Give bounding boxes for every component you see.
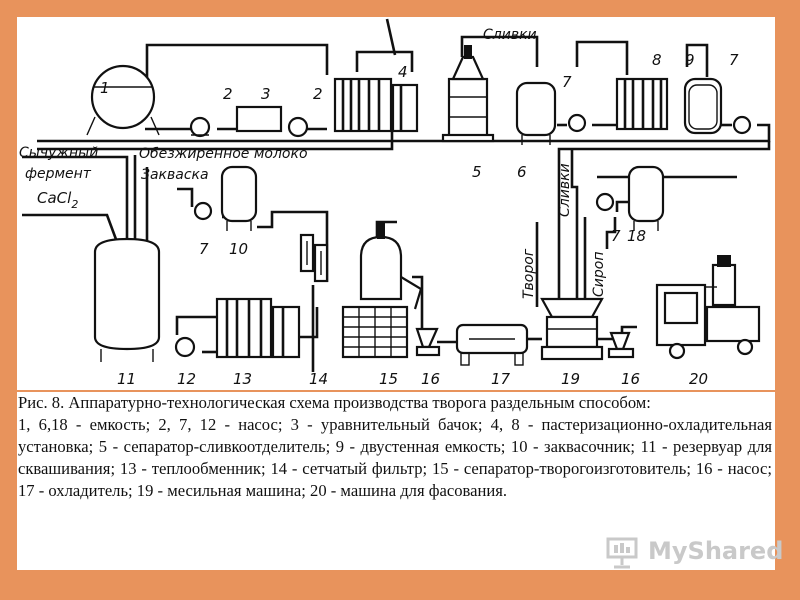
pipe-return-line [37,129,394,151]
pasteurizer-8 [615,77,669,131]
pump-7c [193,201,213,221]
pipe-sirop-feed [605,217,617,249]
pipe-right-1 [615,200,629,212]
label-number-6: 6 [517,163,527,181]
label-number-10: 10 [229,240,248,258]
equipment [86,45,761,366]
pipe-lower-1 [175,315,217,335]
label-cream-vertical: Сливки [557,163,573,217]
tank-9 [683,77,723,135]
starter-tank-10 [220,165,258,231]
label-number-2b: 2 [313,85,323,103]
label-number-7b: 7 [729,51,739,69]
heat-exchanger-13 [215,297,301,359]
separator-5 [441,45,495,143]
label-number-3: 3 [261,85,271,103]
process-flow-diagram: 1 2 3 2 4 5 6 7 8 9 7 7 10 11 12 13 14 1… [17,17,775,390]
fermentation-tank-11 [93,237,161,362]
label-cacl: CaCl2 [37,189,78,211]
diagram-labels: 1 2 3 2 4 5 6 7 8 9 7 7 10 11 12 13 14 1… [19,27,739,388]
label-skim-milk: Обезжиренное молоко [139,146,308,162]
label-number-15: 15 [379,370,398,388]
label-number-7d: 7 [611,227,621,245]
label-number-12: 12 [177,370,196,388]
label-number-7c: 7 [199,240,209,258]
tank-18 [627,165,665,231]
cooler-17 [455,323,529,366]
pump-7a [567,113,587,133]
caption-legend: 1, 6,18 - емкость; 2, 7, 12 - насос; 3 -… [18,415,772,500]
pipelines [22,18,771,372]
tank-1 [86,64,160,136]
balance-tank-3 [235,105,283,133]
pipe-top-1 [145,43,329,87]
label-number-2a: 2 [223,85,233,103]
presentation-board-icon [606,537,638,569]
label-number-16a: 16 [421,370,440,388]
caption-title: Рис. 8. Аппаратурно-технологическая схем… [18,393,651,412]
label-number-16b: 16 [621,370,640,388]
pipe-top-inlet [385,18,397,56]
pipe-cream-out [460,35,539,67]
pump-2b [287,116,309,138]
pump-2a [189,116,211,138]
label-number-1: 1 [100,79,110,97]
tank-6 [515,81,557,145]
diagram-canvas: 1 2 3 2 4 5 6 7 8 9 7 7 10 11 12 13 14 1… [19,18,771,388]
pipe-skim-milk-line [37,123,771,143]
mesh-filter-14 [299,233,329,283]
label-number-5: 5 [472,163,482,181]
label-cream-top: Сливки [483,27,537,43]
pasteurizer-4 [333,77,419,133]
label-rennet-line2: фермент [25,166,92,182]
label-number-20: 20 [689,370,708,388]
pipe-top-3 [685,43,709,77]
pipe-starter-3 [257,210,329,282]
watermark-text: MyShared [648,537,784,565]
label-number-17: 17 [491,370,511,388]
pump-16b [607,331,635,359]
label-starter: Закваска [141,167,209,183]
label-number-13: 13 [233,370,252,388]
label-number-14: 14 [309,370,328,388]
pump-7b [732,115,752,135]
label-curd-vertical: Творог [521,248,537,299]
kneading-machine-19 [540,297,604,361]
label-number-9: 9 [685,51,695,69]
watermark-logo: MyShared [604,533,783,573]
label-number-7a: 7 [562,73,572,91]
pump-16a [415,327,441,357]
pipe-slivki-down [570,149,579,307]
pipe-rennet [22,155,129,242]
label-number-8: 8 [652,51,662,69]
curd-separator-15 [341,223,423,359]
pump-12 [174,336,196,358]
label-number-4: 4 [398,63,408,81]
pump-7d [595,192,615,212]
pipe-top-2 [575,40,629,75]
label-number-19: 19 [561,370,580,388]
pipe-lower-7 [412,275,424,342]
label-syrup-vertical: Сироп [591,252,607,297]
figure-caption: Рис. 8. Аппаратурно-технологическая схем… [17,392,775,570]
label-number-11: 11 [117,370,136,388]
packaging-machine-20 [655,255,761,360]
pipe-starter-1 [177,187,194,207]
label-rennet-line1: Сычужный [19,145,98,161]
pipe-cacl [22,213,119,243]
label-number-18: 18 [627,227,646,245]
pipe-top-4 [355,50,414,72]
pipe-cream-vertical [557,141,771,317]
